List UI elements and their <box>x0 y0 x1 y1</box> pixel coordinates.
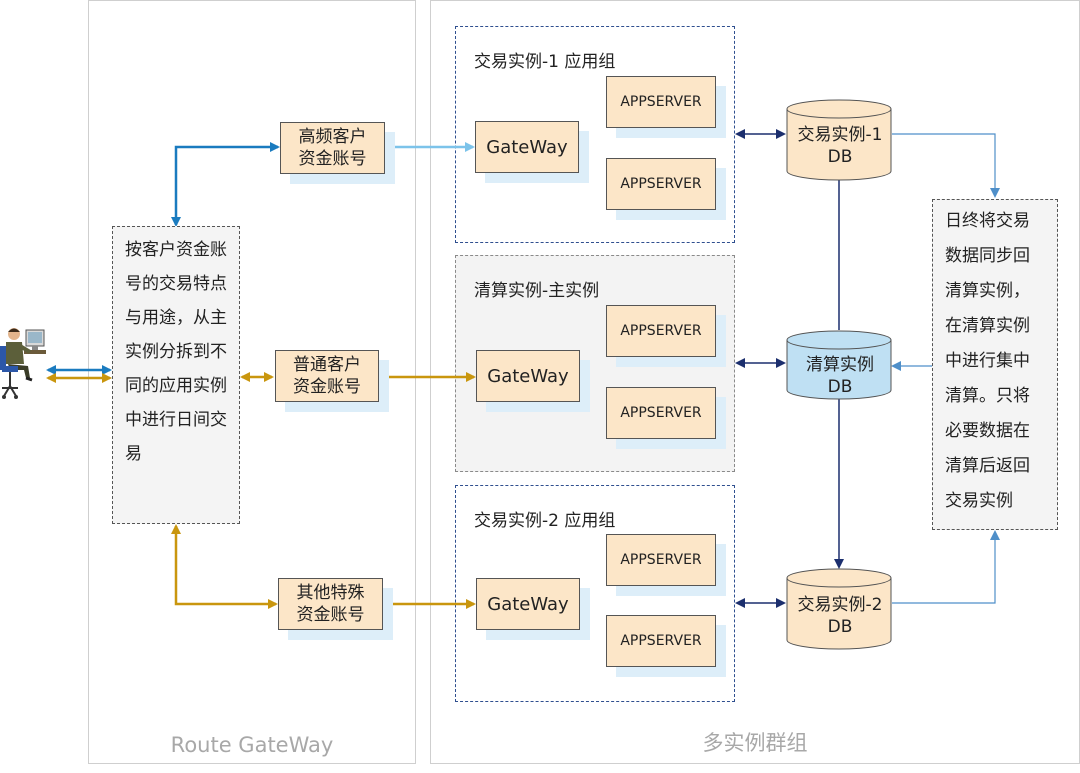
cluster-label: 多实例群组 <box>702 731 808 755</box>
appserver-box: APPSERVER <box>606 615 716 667</box>
group-title: 交易实例-1 应用组 <box>474 52 616 72</box>
db-cylinder-icon <box>786 568 892 650</box>
route-gateway-label: Route GateWay <box>170 733 334 757</box>
db2-sync-arrow <box>892 530 1000 604</box>
appserver-box: APPSERVER <box>606 76 716 128</box>
high-freq-account-box: 高频客户资金账号 <box>280 122 385 174</box>
router-rule-note: 按客户资金账号的交易特点与用途，从主实例分拆到不同的应用实例中进行日间交易 <box>112 226 240 524</box>
router-high-freq-arrow <box>171 142 280 227</box>
db-cylinder-icon <box>786 99 892 181</box>
special-account-box: 其他特殊资金账号 <box>278 578 383 630</box>
sync-process-note: 日终将交易数据同步回清算实例，在清算实例中进行集中清算。只将必要数据在清算后返回… <box>932 199 1058 530</box>
appserver-box: APPSERVER <box>606 305 716 357</box>
group-title: 清算实例-主实例 <box>474 281 600 301</box>
group-trade-2: 交易实例-2 应用组 <box>455 485 735 702</box>
db1-sync-arrow <box>892 133 1000 198</box>
group-trade-1: 交易实例-1 应用组 <box>455 26 735 243</box>
group-title: 交易实例-2 应用组 <box>474 511 616 531</box>
gateway-box: GateWay <box>476 350 580 402</box>
appserver-box: APPSERVER <box>606 534 716 586</box>
user-at-computer-icon <box>0 328 46 399</box>
appserver-box: APPSERVER <box>606 158 716 210</box>
appserver-box: APPSERVER <box>606 387 716 439</box>
db-cylinder-icon <box>786 330 892 400</box>
normal-account-box: 普通客户资金账号 <box>275 350 379 402</box>
gateway-box: GateWay <box>475 121 579 173</box>
router-special-arrow <box>171 524 278 609</box>
gateway-box: GateWay <box>476 578 580 630</box>
